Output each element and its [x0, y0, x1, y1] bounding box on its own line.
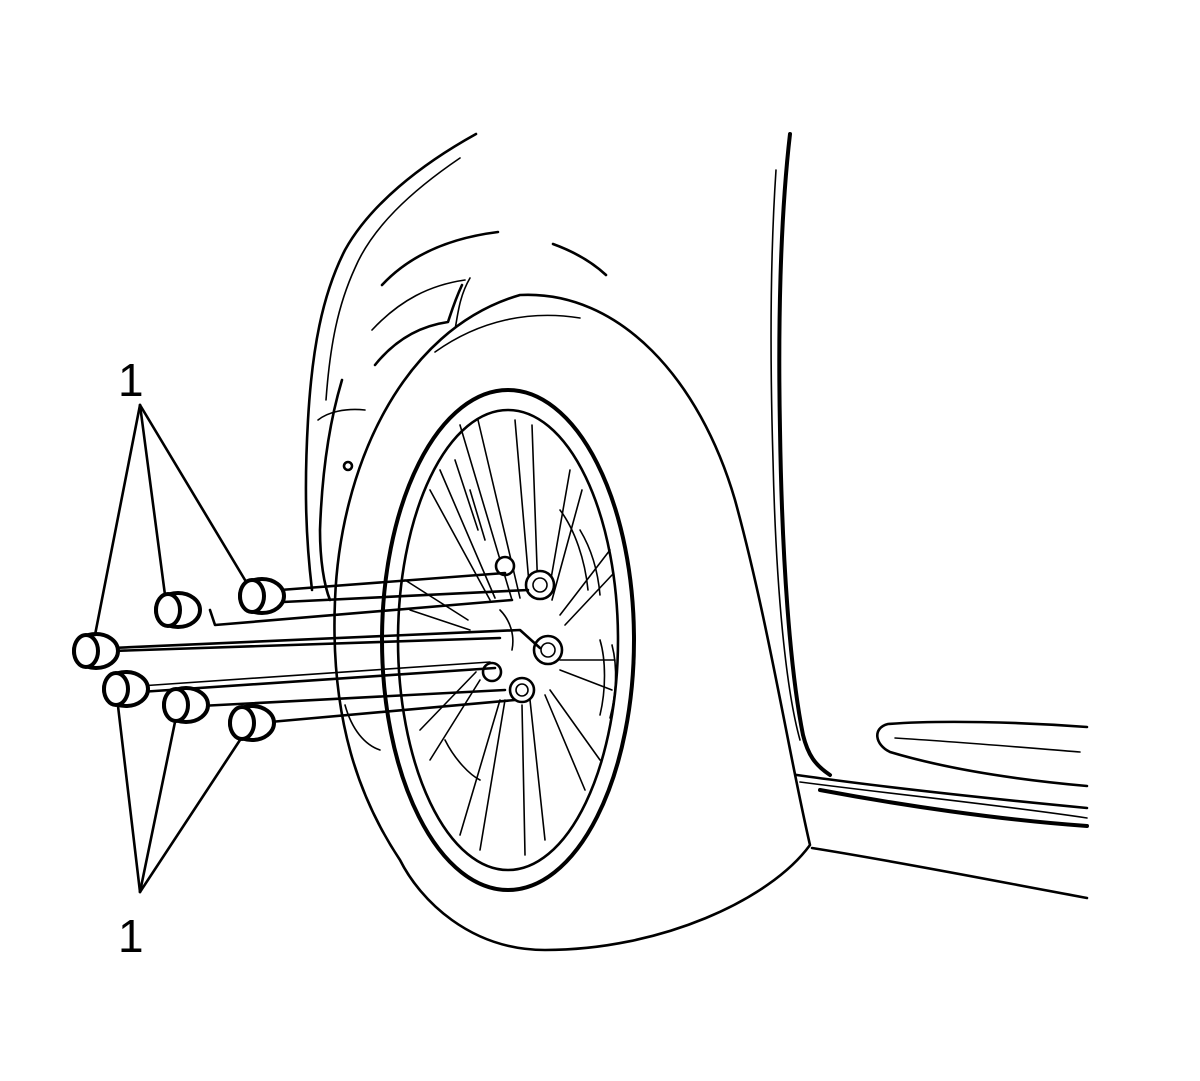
rim-spokes — [404, 419, 616, 856]
lug-nut — [154, 591, 202, 629]
wheel-studs — [481, 555, 564, 704]
callout-leaders — [93, 403, 247, 894]
wheel-rim — [344, 388, 636, 892]
callout-label-lower: 1 — [118, 910, 144, 962]
lug-nut — [238, 577, 286, 615]
callout-label-upper: 1 — [118, 354, 144, 406]
lug-nut — [72, 632, 120, 670]
lug-nut — [102, 670, 150, 708]
lug-nut — [228, 704, 276, 742]
removal-path-lines — [110, 571, 542, 724]
lug-nut — [162, 686, 210, 724]
lug-nuts — [72, 577, 286, 742]
